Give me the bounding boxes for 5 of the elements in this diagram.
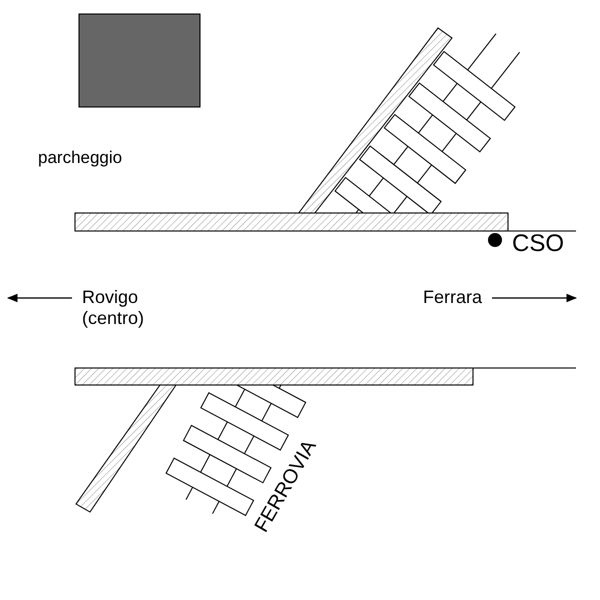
place-label: parcheggio bbox=[38, 148, 122, 168]
direction-label: Rovigo (centro) bbox=[82, 287, 146, 328]
direction-label: Ferrara bbox=[423, 287, 482, 308]
building-block bbox=[78, 14, 200, 108]
place-label: CSO bbox=[512, 230, 564, 258]
